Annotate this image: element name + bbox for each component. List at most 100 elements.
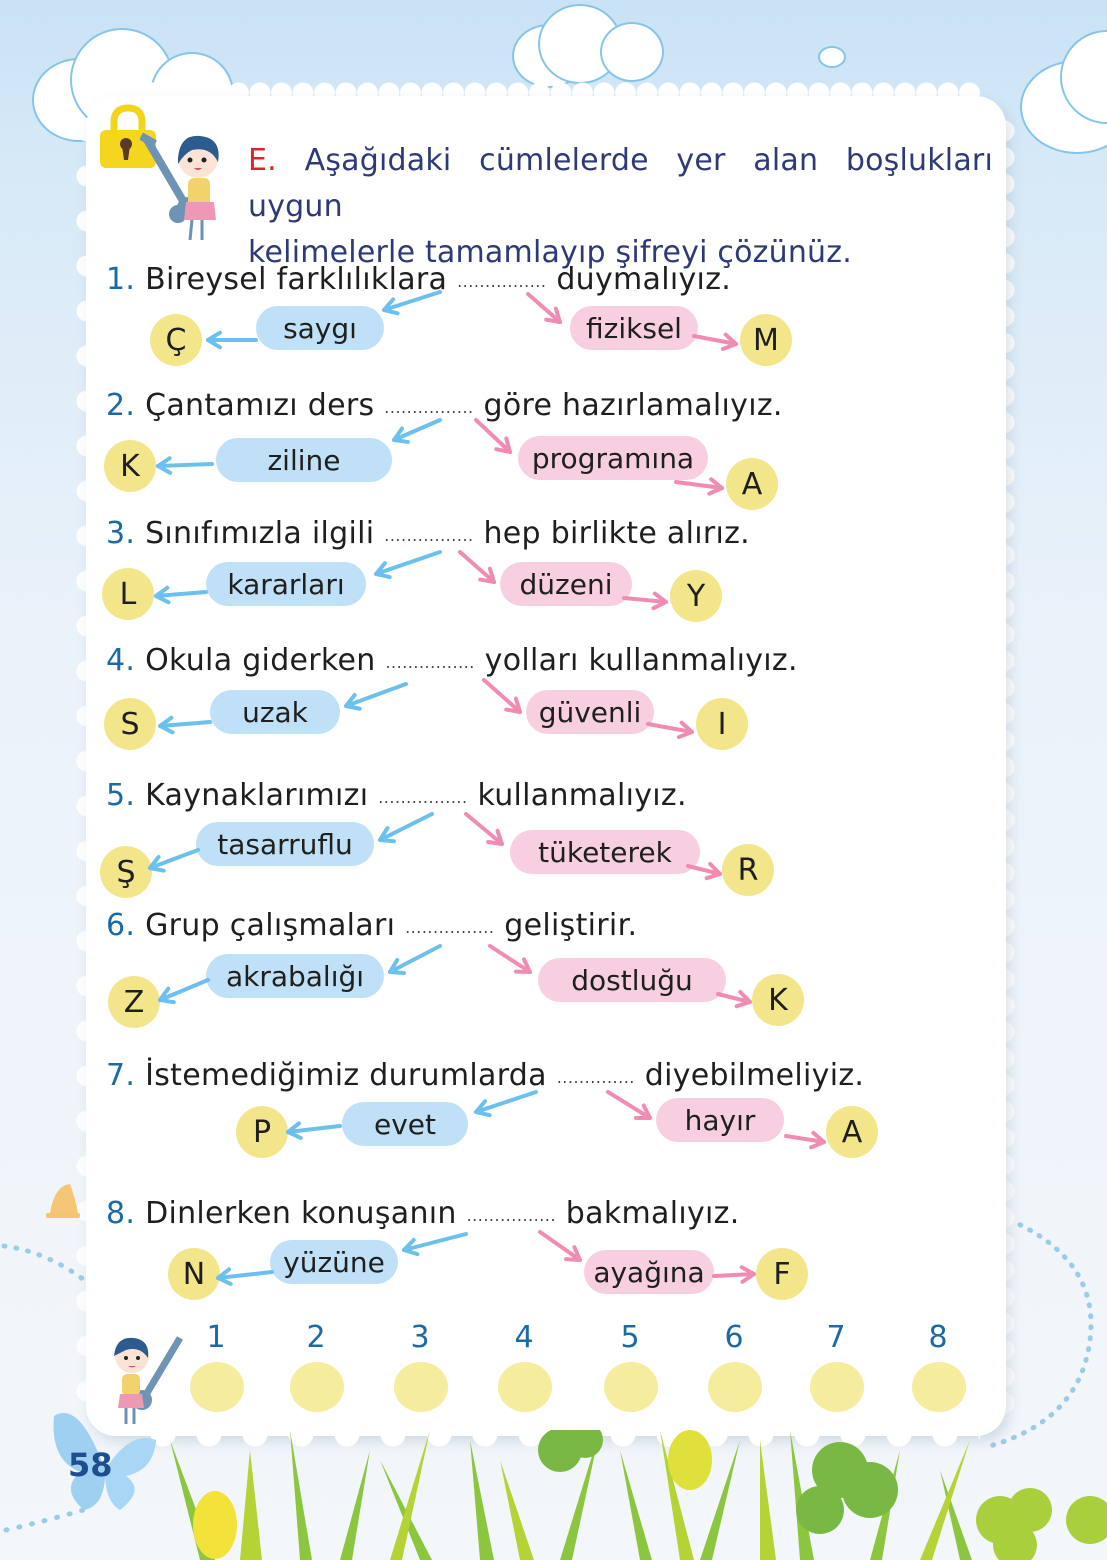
question-number: 7. [106, 1058, 136, 1093]
option-right-text: hayır [684, 1103, 756, 1137]
option-left-pill[interactable]: ziline [216, 438, 392, 482]
cipher-letter-left: Ş [100, 846, 152, 898]
option-left-pill[interactable]: evet [342, 1102, 468, 1146]
cipher-letter-text: L [119, 576, 137, 612]
grass-decoration [170, 1430, 1107, 1560]
answer-number-label: 6 [724, 1320, 744, 1355]
sentence-before: Bireysel farklılıklara [145, 262, 448, 297]
cipher-letter-left: K [104, 440, 156, 492]
option-left-text: ziline [267, 443, 341, 477]
arrow-to-right-option-icon [458, 550, 496, 584]
arrow-to-right-option-icon [606, 1090, 652, 1120]
option-left-pill[interactable]: akrabalığı [206, 954, 384, 998]
option-right-pill[interactable]: güvenli [526, 690, 654, 734]
section-letter: E. [248, 143, 277, 178]
dotted-swirl-right [990, 1217, 1094, 1449]
answer-slot[interactable] [290, 1362, 344, 1412]
option-left-text: kararları [227, 567, 345, 601]
sentence-after: hep birlikte alırız. [483, 516, 751, 551]
cipher-letter-left: L [102, 568, 154, 620]
answer-blank[interactable]: ................ [457, 272, 547, 291]
option-right-pill[interactable]: ayağına [584, 1250, 714, 1294]
question-7-sentence: 7. İstemediğimiz durumlarda ............… [106, 1058, 864, 1093]
option-right-pill[interactable]: programına [518, 436, 708, 480]
cipher-letter-text: Y [686, 578, 706, 614]
answer-slot[interactable] [912, 1362, 966, 1412]
sentence-after: bakmalıyız. [565, 1196, 740, 1231]
arrow-to-right-letter-icon [674, 477, 724, 496]
option-left-text: akrabalığı [225, 959, 365, 993]
answer-blank[interactable]: ................ [385, 653, 475, 672]
question-number: 5. [106, 778, 136, 813]
option-right-pill[interactable]: fiziksel [570, 306, 698, 350]
option-left-pill[interactable]: yüzüne [270, 1240, 398, 1284]
cipher-letter-text: K [120, 448, 140, 484]
arrow-to-left-letter-icon [158, 715, 212, 735]
answer-blank[interactable]: ................ [384, 526, 474, 545]
answer-blank[interactable]: ................ [405, 918, 495, 937]
cipher-letter-left: P [236, 1106, 288, 1158]
arrow-to-right-letter-icon [622, 591, 668, 611]
option-left-pill[interactable]: kararları [206, 562, 366, 606]
cipher-letter-right: A [826, 1106, 878, 1158]
page-number: 58 [68, 1446, 113, 1484]
cipher-letter-text: N [182, 1256, 206, 1292]
cipher-letter-text: R [737, 852, 759, 888]
arrow-to-left-option-icon [402, 1232, 468, 1257]
instruction-title: E. Aşağıdaki cümlelerde yer alan boşlukl… [248, 138, 993, 276]
question-number: 3. [106, 516, 136, 551]
option-right-text: düzeni [519, 567, 613, 601]
answer-number-label: 1 [206, 1320, 226, 1355]
question-1-sentence: 1. Bireysel farklılıklara ..............… [106, 262, 731, 297]
answer-blank[interactable]: .............. [556, 1068, 635, 1087]
cipher-letter-text: Ç [165, 322, 187, 358]
answer-blank[interactable]: ................ [378, 788, 468, 807]
option-right-pill[interactable]: hayır [656, 1098, 784, 1142]
sentence-before: Okula giderken [145, 643, 376, 678]
bell-icon [46, 1184, 80, 1218]
answer-number-label: 3 [410, 1320, 430, 1355]
option-right-pill[interactable]: düzeni [500, 562, 632, 606]
question-8-sentence: 8. Dinlerken konuşanın ................ … [106, 1196, 740, 1231]
sentence-before: Grup çalışmaları [145, 908, 396, 943]
dotted-swirl-bottom [3, 1505, 93, 1533]
sentence-after: yolları kullanmalıyız. [484, 643, 798, 678]
question-4-sentence: 4. Okula giderken ................ yolla… [106, 643, 798, 678]
option-right-text: dostluğu [571, 963, 693, 997]
arrow-to-right-option-icon [474, 418, 512, 454]
answer-slot[interactable] [708, 1362, 762, 1412]
answer-slot[interactable] [604, 1362, 658, 1412]
question-number: 1. [106, 262, 136, 297]
arrow-to-left-letter-icon [154, 585, 208, 605]
answer-slot[interactable] [810, 1362, 864, 1412]
option-left-pill[interactable]: saygı [256, 306, 384, 350]
option-left-pill[interactable]: uzak [210, 690, 340, 734]
answer-slot[interactable] [190, 1362, 244, 1412]
arrow-to-left-letter-icon [286, 1121, 342, 1140]
option-right-pill[interactable]: tüketerek [510, 830, 700, 874]
option-left-pill[interactable]: tasarruflu [196, 822, 374, 866]
sentence-after: geliştirir. [504, 908, 638, 943]
option-right-pill[interactable]: dostluğu [538, 958, 726, 1002]
sentence-before: İstemediğimiz durumlarda [145, 1058, 547, 1093]
question-5-sentence: 5. Kaynaklarımızı ................ kulla… [106, 778, 687, 813]
answer-number-label: 4 [514, 1320, 534, 1355]
sentence-after: diyebilmeliyiz. [644, 1058, 865, 1093]
arrow-to-right-letter-icon [686, 862, 722, 881]
cipher-letter-text: P [252, 1114, 272, 1150]
answer-slot[interactable] [498, 1362, 552, 1412]
answer-blank[interactable]: ................ [384, 398, 474, 417]
arrow-to-right-letter-icon [646, 720, 694, 740]
arrow-to-left-option-icon [378, 812, 434, 844]
cipher-letter-left: Ç [150, 314, 202, 366]
option-right-text: programına [531, 441, 695, 475]
answer-blank[interactable]: ................ [466, 1206, 556, 1225]
cipher-letter-text: Ş [116, 854, 136, 890]
cipher-letter-text: M [753, 322, 779, 358]
question-number: 8. [106, 1196, 136, 1231]
sentence-before: Çantamızı ders [145, 388, 375, 423]
arrow-to-right-option-icon [538, 1230, 582, 1262]
answer-slot[interactable] [394, 1362, 448, 1412]
sentence-before: Kaynaklarımızı [145, 778, 369, 813]
arrow-to-left-option-icon [374, 550, 442, 580]
